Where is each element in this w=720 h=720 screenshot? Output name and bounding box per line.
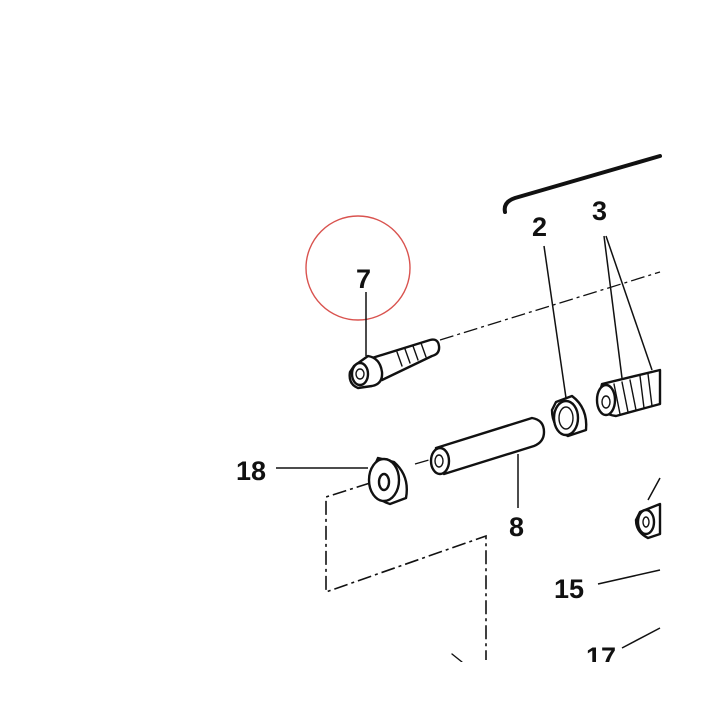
leader-partial-nut [647,477,661,501]
part-18-washer [367,456,408,506]
leader-3a [603,235,623,379]
leader-15 [597,569,661,585]
callout-15: 15 [554,574,584,604]
partial-edge [451,653,463,663]
leader-17 [621,627,661,649]
right-crop-mask [662,0,720,720]
reference-frame [325,482,487,660]
part-8-sleeve [429,416,546,476]
bottom-crop-mask [0,662,720,720]
callout-2: 2 [532,212,547,242]
highlight-circle [305,215,411,321]
part-2-ring [550,394,588,438]
housing-bracket [502,154,662,214]
leader-3b [605,235,653,371]
part-7-screw [348,338,441,390]
leader-2 [543,245,567,399]
callout-3: 3 [592,196,607,226]
callout-8: 8 [509,512,524,542]
part-3-splined-shaft [595,368,662,418]
callout-18: 18 [236,456,266,486]
callout-7: 7 [356,264,371,294]
assembly-axis [439,271,661,341]
part-partial-nut [634,502,662,540]
